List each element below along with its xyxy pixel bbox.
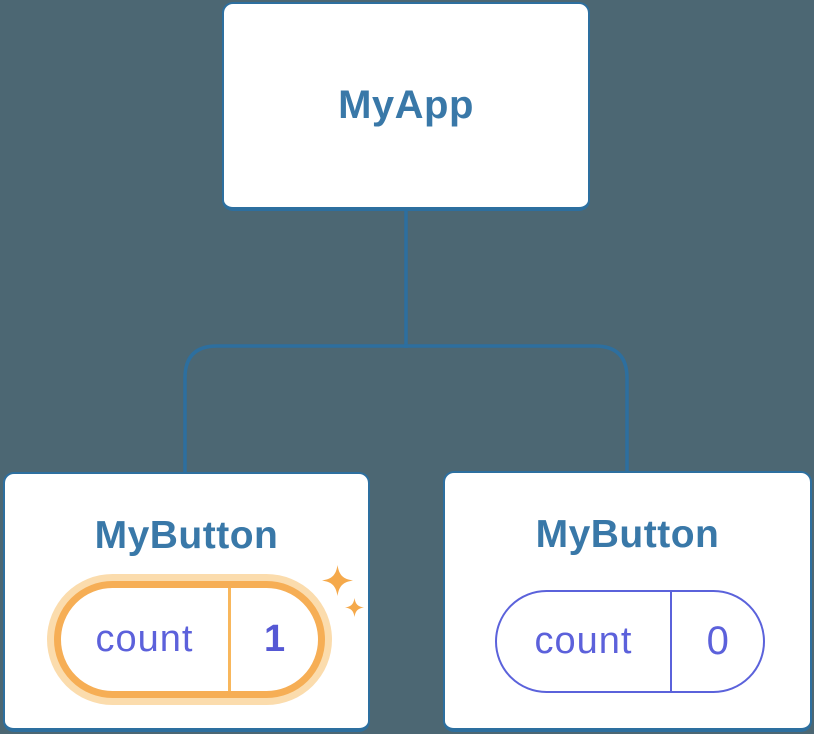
state-pill-plain: count 0	[495, 590, 765, 693]
sparkle-icon	[322, 565, 353, 596]
node-myapp-label: MyApp	[338, 83, 474, 127]
node-myapp: MyApp	[222, 2, 590, 211]
state-key-label: count	[95, 618, 194, 660]
state-pill-divider	[669, 592, 673, 691]
state-pill-divider	[228, 588, 232, 691]
state-value: 1	[263, 618, 286, 660]
node-mybutton-right: MyButton count 0	[443, 471, 812, 732]
connector-branches	[183, 344, 629, 474]
sparkle-icon	[345, 598, 364, 617]
node-mybutton-left: MyButton count 1	[3, 472, 370, 732]
state-pill-highlight-glow: count 1	[47, 574, 332, 705]
node-mybutton-left-label: MyButton	[94, 514, 279, 557]
state-key-label: count	[534, 620, 633, 662]
state-value: 0	[706, 619, 729, 663]
node-mybutton-right-label: MyButton	[535, 513, 720, 556]
state-pill-highlighted: count 1	[54, 581, 325, 698]
